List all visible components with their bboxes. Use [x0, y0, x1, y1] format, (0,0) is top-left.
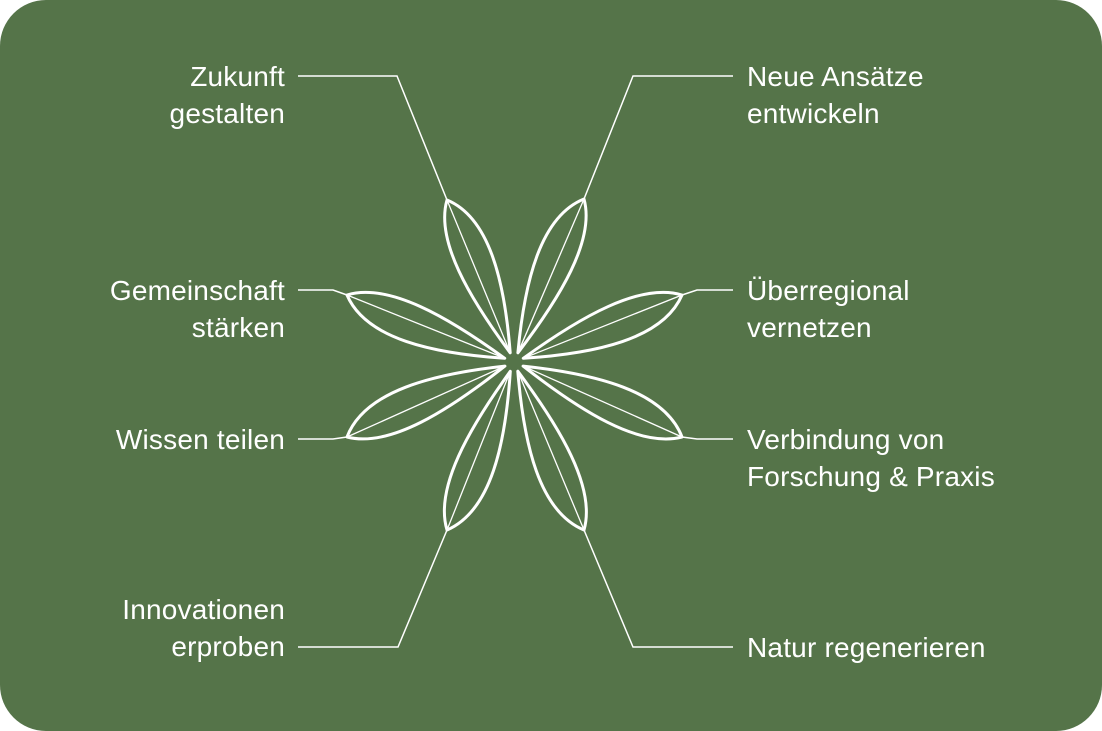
leader-line-upper-right	[681, 289, 733, 296]
petal-vein-upper-right	[523, 294, 683, 359]
leader-line-top-right	[583, 75, 733, 200]
label-natur-regenerieren: Natur regenerieren	[747, 632, 986, 663]
petal-vein-top-right	[517, 198, 585, 354]
label-innovationen-erproben: Innovationen erproben	[122, 594, 285, 662]
leader-line-bottom-left	[298, 529, 448, 648]
label-zukunft-gestalten: Zukunft gestalten	[169, 61, 285, 129]
petal-vein-bottom-left	[446, 371, 511, 531]
petal-vein-top-left	[446, 199, 511, 354]
leader-line-bottom-right	[583, 529, 733, 648]
petal-vein-lower-right	[522, 365, 683, 438]
leader-line-top-left	[298, 75, 448, 201]
label-gemeinschaft-staerken: Gemeinschaft stärken	[109, 275, 285, 343]
petal-vein-bottom-right	[517, 370, 585, 531]
label-neue-ansaetze: Neue Ansätze entwickeln	[747, 61, 924, 129]
leader-line-lower-left	[298, 436, 348, 440]
leader-line-upper-left	[298, 289, 348, 296]
label-ueberregional-vernetzen: Überregional vernetzen	[747, 275, 910, 343]
petal-vein-upper-left	[346, 294, 505, 359]
label-wissen-teilen: Wissen teilen	[115, 424, 285, 455]
petal-vein-lower-left	[346, 365, 506, 438]
label-forschung-praxis: Verbindung von Forschung & Praxis	[747, 424, 995, 492]
leader-line-lower-right	[681, 436, 733, 440]
